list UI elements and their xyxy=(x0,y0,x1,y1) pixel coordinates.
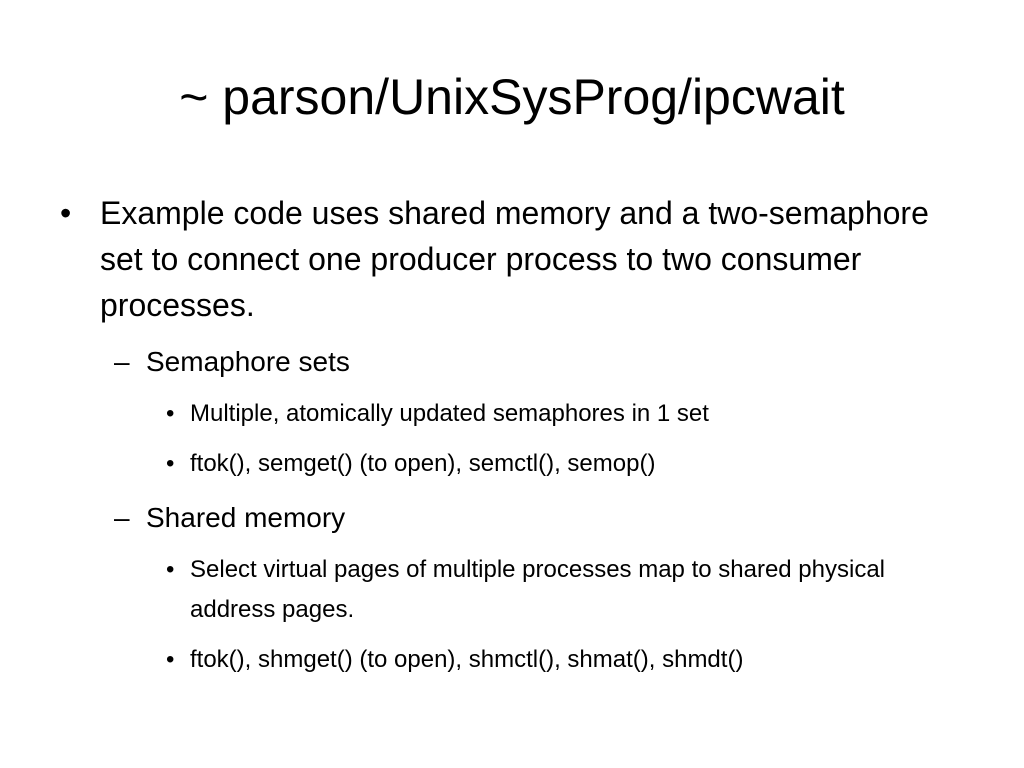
dash-marker: – xyxy=(114,346,130,377)
bullet-marker: • xyxy=(166,556,175,583)
bullet-item-level2: – Shared memory xyxy=(60,498,960,538)
bullet-marker: • xyxy=(60,195,72,231)
bullet-marker: • xyxy=(166,646,175,673)
bullet-item-level3: • Select virtual pages of multiple proce… xyxy=(60,550,960,630)
bullet-text: ftok(), semget() (to open), semctl(), se… xyxy=(190,450,656,477)
dash-marker: – xyxy=(114,502,130,533)
slide-content: • Example code uses shared memory and a … xyxy=(60,190,960,680)
bullet-item-level2: – Semaphore sets xyxy=(60,342,960,382)
bullet-marker: • xyxy=(166,400,175,427)
bullet-text: ftok(), shmget() (to open), shmctl(), sh… xyxy=(190,646,744,673)
bullet-marker: • xyxy=(166,450,175,477)
bullet-item-level3: • ftok(), shmget() (to open), shmctl(), … xyxy=(60,640,960,680)
subheading-shared-memory: Shared memory xyxy=(146,502,346,533)
bullet-item-level1: • Example code uses shared memory and a … xyxy=(60,190,960,328)
subheading-semaphore-sets: Semaphore sets xyxy=(146,346,350,377)
bullet-text: Example code uses shared memory and a tw… xyxy=(100,195,929,323)
bullet-text: Multiple, atomically updated semaphores … xyxy=(190,400,709,427)
bullet-text: Select virtual pages of multiple process… xyxy=(190,556,886,623)
slide-title: ~ parson/UnixSysProg/ipcwait xyxy=(179,69,845,125)
bullet-item-level3: • Multiple, atomically updated semaphore… xyxy=(60,394,960,434)
bullet-item-level3: • ftok(), semget() (to open), semctl(), … xyxy=(60,444,960,484)
